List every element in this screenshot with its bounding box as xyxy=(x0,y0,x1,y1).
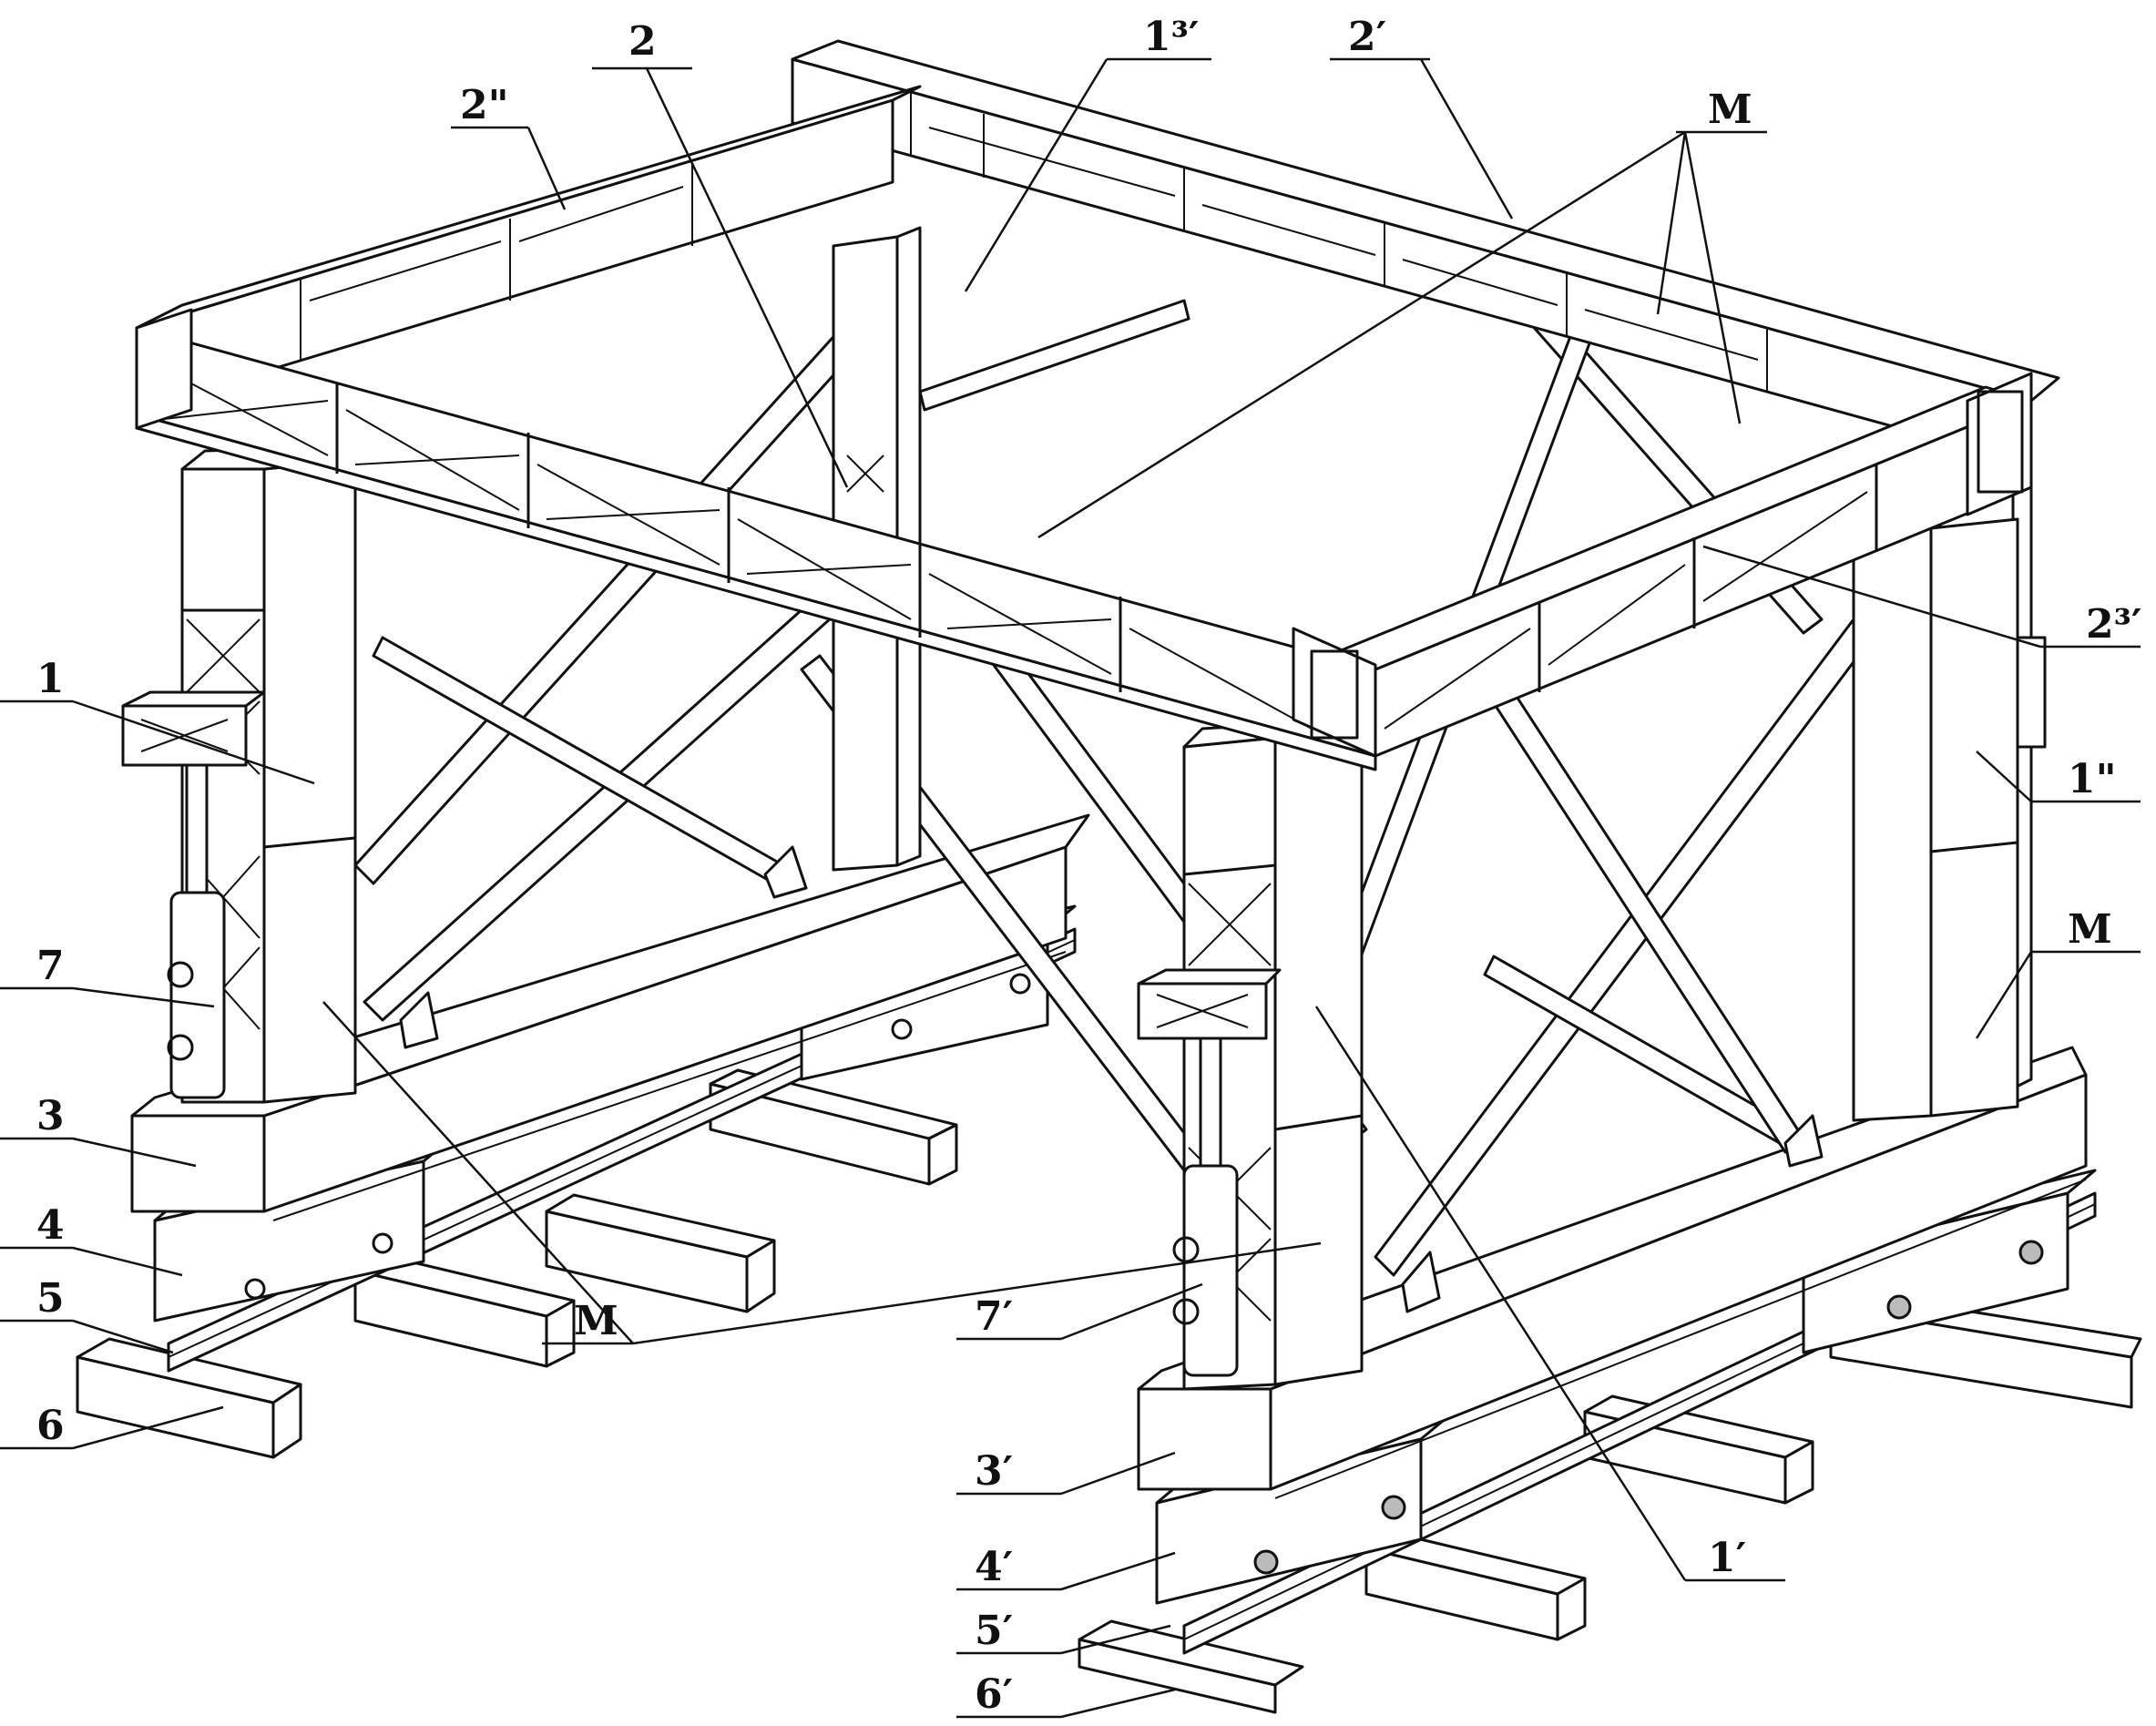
label-3: 3 xyxy=(36,1093,65,1139)
label-6: 6 xyxy=(36,1403,65,1449)
label-2-prime: 2′ xyxy=(1348,14,1386,60)
label-5-prime: 5′ xyxy=(975,1608,1013,1654)
label-2-3-prime: 2³′ xyxy=(2086,601,2142,648)
label-1-prime: 1′ xyxy=(1708,1535,1746,1581)
label-4: 4 xyxy=(36,1202,65,1249)
label-4-prime: 4′ xyxy=(975,1544,1013,1590)
label-m-top: M xyxy=(1708,87,1752,133)
label-7-prime: 7′ xyxy=(975,1293,1013,1340)
label-6-prime: 6′ xyxy=(975,1671,1013,1718)
label-3-prime: 3′ xyxy=(975,1448,1013,1495)
diagonal-braces xyxy=(355,273,1913,1275)
label-2: 2 xyxy=(628,18,657,65)
top-truss-back xyxy=(792,41,2059,465)
label-2-double-prime: 2" xyxy=(460,82,509,128)
label-m-bottom: M xyxy=(574,1298,618,1344)
label-7: 7 xyxy=(36,943,65,989)
label-1-3-prime: 1³′ xyxy=(1143,14,1200,60)
label-5: 5 xyxy=(36,1275,65,1322)
label-m-right: M xyxy=(2068,906,2112,953)
label-1: 1 xyxy=(36,656,65,702)
right-side-column xyxy=(1854,519,2045,1120)
label-1-double-prime: 1" xyxy=(2068,756,2117,802)
